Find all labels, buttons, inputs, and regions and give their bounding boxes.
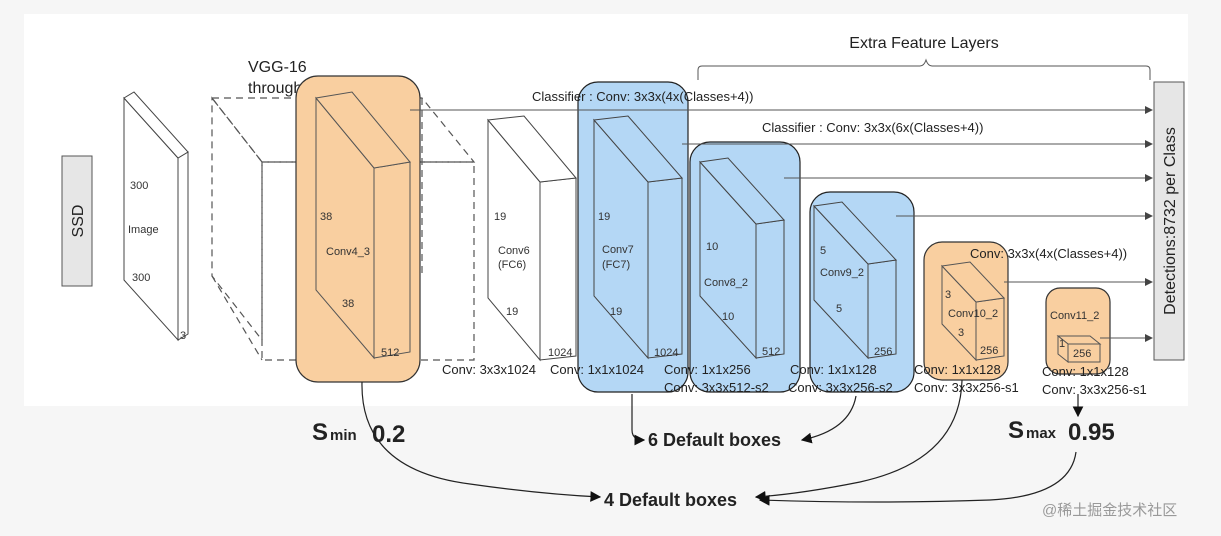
conv9-2-h: 5 xyxy=(820,245,826,257)
input-depth-label: 3 xyxy=(180,330,186,342)
conv9-2-block: 5 Conv9_2 5 256 xyxy=(809,191,915,393)
conv7-depth: 1024 xyxy=(654,347,678,359)
conv-label-5b: Conv: 3x3x256-s1 xyxy=(914,380,1019,395)
classifier-label-3: Conv: 3x3x(4x(Classes+4)) xyxy=(970,246,1127,261)
conv4-3-w: 38 xyxy=(342,298,354,310)
watermark: @稀土掘金技术社区 xyxy=(1042,502,1177,519)
six-default-boxes-label: 6 Default boxes xyxy=(648,430,781,450)
conv6-name2: (FC6) xyxy=(498,259,526,271)
conv-label-3a: Conv: 1x1x256 xyxy=(664,362,751,377)
smin-label: S min 0.2 xyxy=(312,419,405,448)
conv-label-4a: Conv: 1x1x128 xyxy=(790,362,877,377)
ssd-label-box: SSD xyxy=(61,155,93,287)
conv8-2-h: 10 xyxy=(706,241,718,253)
conv6-block: 19 Conv6 (FC6) 19 1024 xyxy=(487,115,577,362)
vgg-title-line1: VGG-16 xyxy=(248,59,307,76)
detections-box: Detections:8732 per Class xyxy=(1153,81,1185,361)
input-height-label: 300 xyxy=(130,180,148,192)
conv-label-2: Conv: 1x1x1024 xyxy=(550,362,644,377)
input-width-label: 300 xyxy=(132,272,150,284)
conv7-name2: (FC7) xyxy=(602,259,630,271)
classifier-label-1: Classifier : Conv: 3x3x(4x(Classes+4)) xyxy=(532,89,753,104)
smax-value: 0.95 xyxy=(1068,419,1115,446)
conv11-2-depth: 256 xyxy=(1073,348,1091,360)
extra-layers-label: Extra Feature Layers xyxy=(849,35,998,52)
conv6-depth: 1024 xyxy=(548,347,572,359)
conv7-name: Conv7 xyxy=(602,244,634,256)
conv8-2-w: 10 xyxy=(722,311,734,323)
input-image-label: Image xyxy=(128,224,159,236)
conv7-w: 19 xyxy=(610,306,622,318)
conv-label-3b: Conv: 3x3x512-s2 xyxy=(664,380,769,395)
conv10-2-name: Conv10_2 xyxy=(948,308,998,320)
conv-label-5a: Conv: 1x1x128 xyxy=(914,362,1001,377)
classifier-label-2: Classifier : Conv: 3x3x(6x(Classes+4)) xyxy=(762,120,983,135)
ssd-label: SSD xyxy=(70,205,87,238)
conv-label-1: Conv: 3x3x1024 xyxy=(442,362,536,377)
conv8-2-block: 10 Conv8_2 10 512 xyxy=(689,141,801,393)
conv-label-6a: Conv: 1x1x128 xyxy=(1042,364,1129,379)
conv10-2-h: 3 xyxy=(945,289,951,301)
conv-op-labels: Conv: 3x3x1024 Conv: 1x1x1024 Conv: 1x1x… xyxy=(442,362,1147,397)
smin-symbol: S xyxy=(312,419,328,446)
conv4-3-h: 38 xyxy=(320,211,332,223)
smin-sub: min xyxy=(330,427,357,444)
input-image-block: 300 Image 300 3 xyxy=(123,91,189,342)
default-box-curves: 6 Default boxes 4 Default boxes xyxy=(361,379,1084,510)
four-default-boxes-label: 4 Default boxes xyxy=(604,490,737,510)
conv10-2-depth: 256 xyxy=(980,345,998,357)
conv9-2-w: 5 xyxy=(836,303,842,315)
conv11-2-block: Conv11_2 1 256 xyxy=(1045,287,1111,375)
conv6-w: 19 xyxy=(506,306,518,318)
smax-sub: max xyxy=(1026,425,1057,442)
conv9-2-depth: 256 xyxy=(874,346,892,358)
conv10-2-w: 3 xyxy=(958,327,964,339)
conv11-2-h: 1 xyxy=(1059,338,1065,350)
smax-symbol: S xyxy=(1008,417,1024,444)
extra-layers-bracket: Extra Feature Layers xyxy=(697,35,1151,80)
conv9-2-name: Conv9_2 xyxy=(820,267,864,279)
conv6-h: 19 xyxy=(494,211,506,223)
smax-label: S max 0.95 xyxy=(1008,417,1115,446)
smin-value: 0.2 xyxy=(372,421,405,448)
classifier-arrows: Classifier : Conv: 3x3x(4x(Classes+4)) C… xyxy=(410,89,1153,342)
conv4-3-name: Conv4_3 xyxy=(326,246,370,258)
conv7-h: 19 xyxy=(598,211,610,223)
conv7-block: 19 Conv7 (FC7) 19 1024 xyxy=(577,81,689,393)
conv8-2-depth: 512 xyxy=(762,346,780,358)
conv6-name: Conv6 xyxy=(498,245,530,257)
conv4-3-depth: 512 xyxy=(381,347,399,359)
conv4-3-block: 38 Conv4_3 38 512 xyxy=(295,75,421,383)
conv10-2-block: 3 Conv10_2 3 256 xyxy=(923,241,1009,381)
conv-label-6b: Conv: 3x3x256-s1 xyxy=(1042,382,1147,397)
conv11-2-name: Conv11_2 xyxy=(1050,310,1099,322)
conv8-2-name: Conv8_2 xyxy=(704,277,748,289)
detections-label: Detections:8732 per Class xyxy=(1162,127,1179,315)
conv-label-4b: Conv: 3x3x256-s2 xyxy=(788,380,893,395)
